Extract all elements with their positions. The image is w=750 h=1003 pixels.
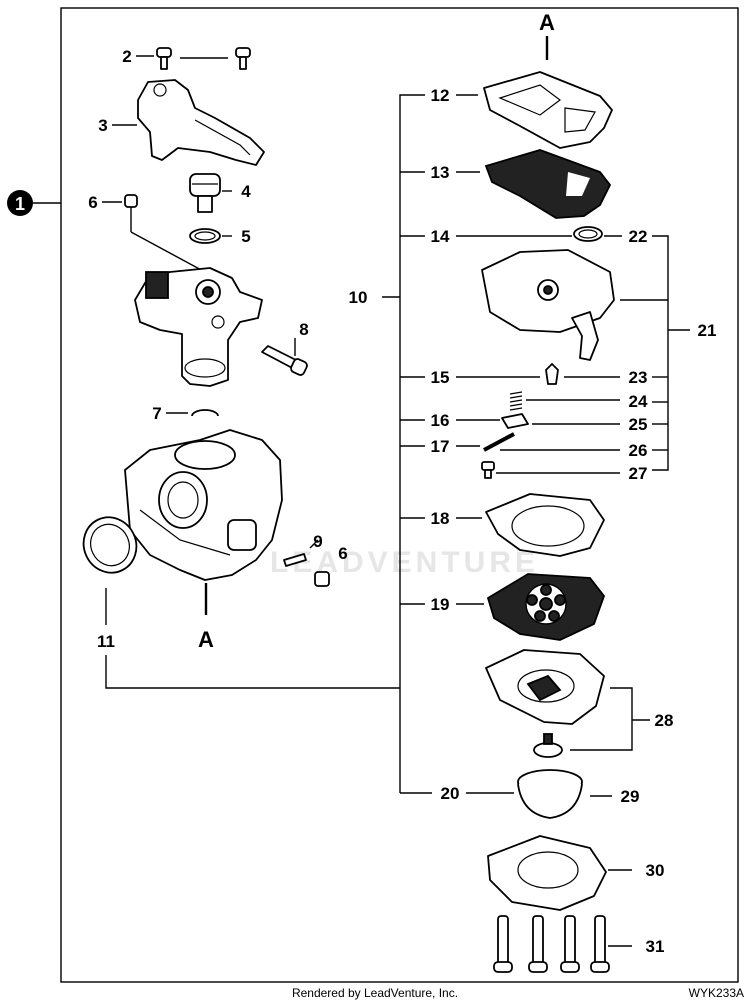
screw-part-9[interactable] [283, 539, 319, 567]
carburetor-body[interactable] [124, 429, 283, 581]
label-11: 11 [97, 632, 115, 651]
needle-part-23[interactable] [456, 363, 620, 385]
label-17: 17 [431, 437, 450, 456]
watermark-text: LEADVENTURE [270, 546, 539, 579]
svg-text:1: 1 [15, 194, 25, 214]
kit-bracket-10 [382, 94, 432, 794]
label-16: 16 [431, 411, 450, 430]
screen-part-22[interactable] [573, 226, 622, 242]
screw-part-8[interactable] [261, 338, 308, 376]
assembly-callout[interactable]: 1 [7, 190, 61, 216]
label-2: 2 [122, 47, 131, 66]
label-26: 26 [629, 441, 648, 460]
label-27: 27 [629, 464, 648, 483]
label-31: 31 [646, 937, 665, 956]
pin-part-26[interactable] [456, 432, 620, 452]
primer-bulb-part-29[interactable] [517, 769, 612, 819]
screw-part-27[interactable] [481, 461, 620, 479]
svg-text:A: A [198, 627, 214, 652]
idle-knob-part-4[interactable] [189, 173, 232, 213]
label-18: 18 [431, 509, 450, 528]
gasket-part-12[interactable] [456, 71, 613, 149]
o-ring-part-5[interactable] [189, 228, 232, 244]
screw-part-2[interactable] [136, 47, 251, 70]
bracket-part-3[interactable] [112, 79, 265, 166]
diagram-code: WYK233A [688, 986, 744, 1000]
lever-part-25[interactable] [456, 413, 620, 429]
gasket-ring-part-11[interactable] [75, 509, 400, 689]
label-28: 28 [655, 711, 674, 730]
label-12: 12 [431, 86, 450, 105]
footer-credit: Rendered by LeadVenture, Inc. [291, 986, 459, 1000]
label-20: 20 [441, 784, 460, 803]
label-15: 15 [431, 368, 450, 387]
label-13: 13 [431, 163, 450, 182]
diaphragm-part-19[interactable] [456, 573, 606, 641]
label-10: 10 [349, 288, 368, 307]
e-clip-part-7[interactable] [166, 409, 219, 417]
check-valve-part-28b[interactable] [533, 733, 563, 758]
section-marker-bottom: A [198, 583, 214, 652]
gasket-part-18[interactable] [456, 493, 605, 557]
label-9: 9 [313, 532, 322, 551]
label-14: 14 [431, 227, 450, 246]
label-3: 3 [98, 116, 107, 135]
svg-text:A: A [539, 10, 555, 35]
label-29: 29 [621, 787, 640, 806]
throttle-body[interactable] [134, 267, 263, 387]
label-30: 30 [646, 861, 665, 880]
cap-part-6-lower[interactable] [314, 571, 330, 587]
label-25: 25 [629, 415, 648, 434]
pump-body-part-21[interactable] [481, 249, 668, 361]
label-24: 24 [629, 392, 648, 411]
label-21: 21 [698, 321, 717, 340]
label-23: 23 [629, 368, 648, 387]
diagram-frame [60, 7, 739, 983]
label-19: 19 [431, 595, 450, 614]
label-5: 5 [241, 227, 250, 246]
label-7: 7 [152, 404, 161, 423]
label-6-upper: 6 [88, 193, 97, 212]
label-6-lower: 6 [338, 544, 347, 563]
spring-part-24[interactable] [509, 391, 620, 411]
cover-plate-part-30[interactable] [487, 835, 632, 911]
screws-part-31[interactable] [493, 915, 632, 973]
bracket-21 [652, 235, 690, 471]
label-4: 4 [241, 182, 251, 201]
metering-cover-part-28[interactable] [485, 649, 650, 751]
section-marker-top: A [539, 10, 555, 60]
label-8: 8 [299, 320, 308, 339]
diaphragm-part-13[interactable] [456, 149, 612, 219]
label-22: 22 [629, 227, 648, 246]
